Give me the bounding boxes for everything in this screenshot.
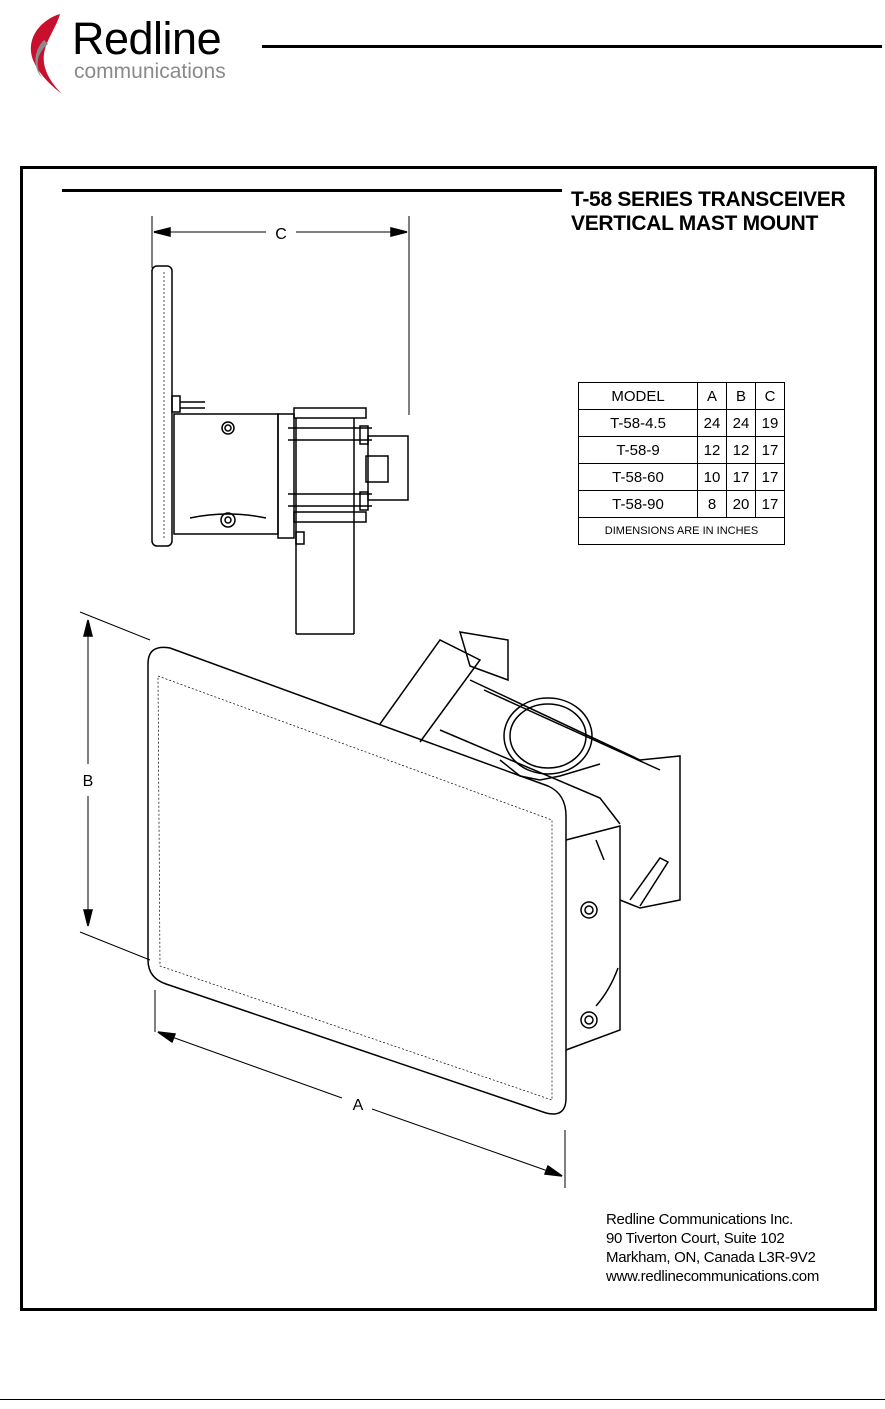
table-cell-model: T-58-60 bbox=[579, 464, 698, 491]
table-row: T-58-60 10 17 17 bbox=[579, 464, 785, 491]
dimension-b-label: B bbox=[83, 773, 94, 790]
table-cell-model: T-58-90 bbox=[579, 491, 698, 518]
table-cell-model: T-58-4.5 bbox=[579, 410, 698, 437]
table-header-row: MODEL A B C bbox=[579, 383, 785, 410]
table-cell-b: 17 bbox=[727, 464, 756, 491]
table-cell-a: 8 bbox=[698, 491, 727, 518]
table-cell-a: 24 bbox=[698, 410, 727, 437]
table-header-c: C bbox=[756, 383, 785, 410]
address-street: 90 Tiverton Court, Suite 102 bbox=[606, 1229, 819, 1248]
table-cell-c: 19 bbox=[756, 410, 785, 437]
table-row: T-58-90 8 20 17 bbox=[579, 491, 785, 518]
table-row: T-58-4.5 24 24 19 bbox=[579, 410, 785, 437]
company-address: Redline Communications Inc. 90 Tiverton … bbox=[606, 1210, 819, 1286]
dimension-c-label: C bbox=[275, 226, 287, 243]
table-cell-b: 24 bbox=[727, 410, 756, 437]
table-cell-model: T-58-9 bbox=[579, 437, 698, 464]
table-header-a: A bbox=[698, 383, 727, 410]
table-note-row: DIMENSIONS ARE IN INCHES bbox=[579, 518, 785, 545]
table-header-b: B bbox=[727, 383, 756, 410]
table-cell-c: 17 bbox=[756, 464, 785, 491]
model-dimensions-table: MODEL A B C T-58-4.5 24 24 19 T-58-9 12 … bbox=[578, 382, 785, 545]
table-cell-b: 20 bbox=[727, 491, 756, 518]
table-cell-c: 17 bbox=[756, 437, 785, 464]
address-company: Redline Communications Inc. bbox=[606, 1210, 819, 1229]
footer-rule bbox=[0, 1399, 885, 1400]
table-cell-b: 12 bbox=[727, 437, 756, 464]
table-cell-a: 10 bbox=[698, 464, 727, 491]
address-web: www.redlinecommunications.com bbox=[606, 1267, 819, 1286]
table-row: T-58-9 12 12 17 bbox=[579, 437, 785, 464]
table-header-model: MODEL bbox=[579, 383, 698, 410]
address-city: Markham, ON, Canada L3R-9V2 bbox=[606, 1248, 819, 1267]
table-note: DIMENSIONS ARE IN INCHES bbox=[579, 518, 785, 545]
table-cell-a: 12 bbox=[698, 437, 727, 464]
table-cell-c: 17 bbox=[756, 491, 785, 518]
dimension-a-label: A bbox=[353, 1097, 364, 1114]
